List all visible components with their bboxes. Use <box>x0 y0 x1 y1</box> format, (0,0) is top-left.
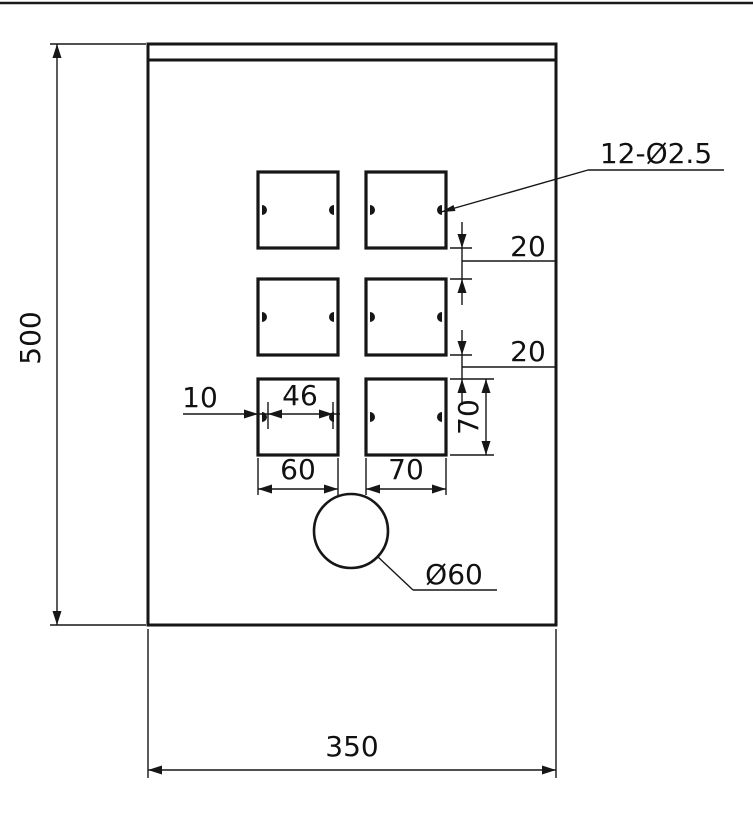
leader-line <box>376 555 414 591</box>
arrowhead <box>366 484 380 494</box>
plate-rect <box>146 42 558 627</box>
hole-notch <box>437 205 442 215</box>
hole-notch <box>329 312 334 322</box>
pocket-pitch-label: 70 <box>388 453 424 486</box>
hole-notch <box>370 205 375 215</box>
arrowhead <box>324 484 338 494</box>
pocket-width-label: 60 <box>280 453 316 486</box>
pocket-r1c2 <box>364 170 448 250</box>
center-hole-label: Ø60 <box>425 558 483 591</box>
arrowhead <box>457 341 467 355</box>
edge-to-hole-label: 10 <box>182 381 218 414</box>
arrowhead <box>457 279 467 293</box>
dim-gap-lower-20: 20 <box>450 330 556 405</box>
arrowhead <box>481 441 491 455</box>
arrowhead <box>457 234 467 248</box>
dim-width-350: 350 <box>147 629 557 778</box>
dim-hole-offset-and-spacing: 10 46 <box>182 379 340 429</box>
hole-notch <box>370 312 375 322</box>
gap-lower-label: 20 <box>510 335 546 368</box>
plate-outline <box>146 42 558 627</box>
hole-spacing-label: 46 <box>282 379 318 412</box>
hole-notch <box>437 412 442 422</box>
pocket-height-label: 70 <box>452 399 485 435</box>
center-hole-circle <box>312 492 390 570</box>
pocket-r1c1 <box>256 170 340 250</box>
width-dim-label: 350 <box>325 730 378 763</box>
dim-gap-upper-20: 20 <box>450 222 556 305</box>
arrowhead <box>268 409 282 419</box>
pocket-r3c1 <box>256 377 340 457</box>
callout-holes: 12-Ø2.5 <box>440 137 724 213</box>
arrowhead <box>258 484 272 494</box>
height-dim-label: 500 <box>14 311 47 364</box>
pocket-r2c1 <box>256 277 340 357</box>
pocket-r3c2 <box>364 377 448 457</box>
arrowhead <box>481 379 491 393</box>
hole-notch <box>262 312 267 322</box>
hole-notch <box>262 205 267 215</box>
arrowhead <box>457 379 467 393</box>
hole-notch <box>437 312 442 322</box>
arrowhead <box>148 765 162 775</box>
hole-notch <box>329 205 334 215</box>
arrowhead <box>52 44 62 58</box>
arrowhead <box>52 611 62 625</box>
pocket-cutouts <box>256 170 448 457</box>
arrowhead <box>319 409 333 419</box>
arrowhead <box>432 484 446 494</box>
pocket-r2c2 <box>364 277 448 357</box>
arrowhead <box>244 409 258 419</box>
holes-callout-label: 12-Ø2.5 <box>600 137 712 170</box>
arrowhead <box>542 765 556 775</box>
dim-pocket-height-70: 70 <box>450 379 494 456</box>
dim-pocket-width-and-pitch: 60 70 <box>257 453 447 495</box>
hole-notch <box>370 412 375 422</box>
gap-upper-label: 20 <box>510 230 546 263</box>
dim-height-500: 500 <box>14 43 146 626</box>
arrowhead <box>441 205 456 212</box>
callout-center-hole: Ø60 <box>376 555 497 591</box>
leader-line <box>440 169 589 213</box>
